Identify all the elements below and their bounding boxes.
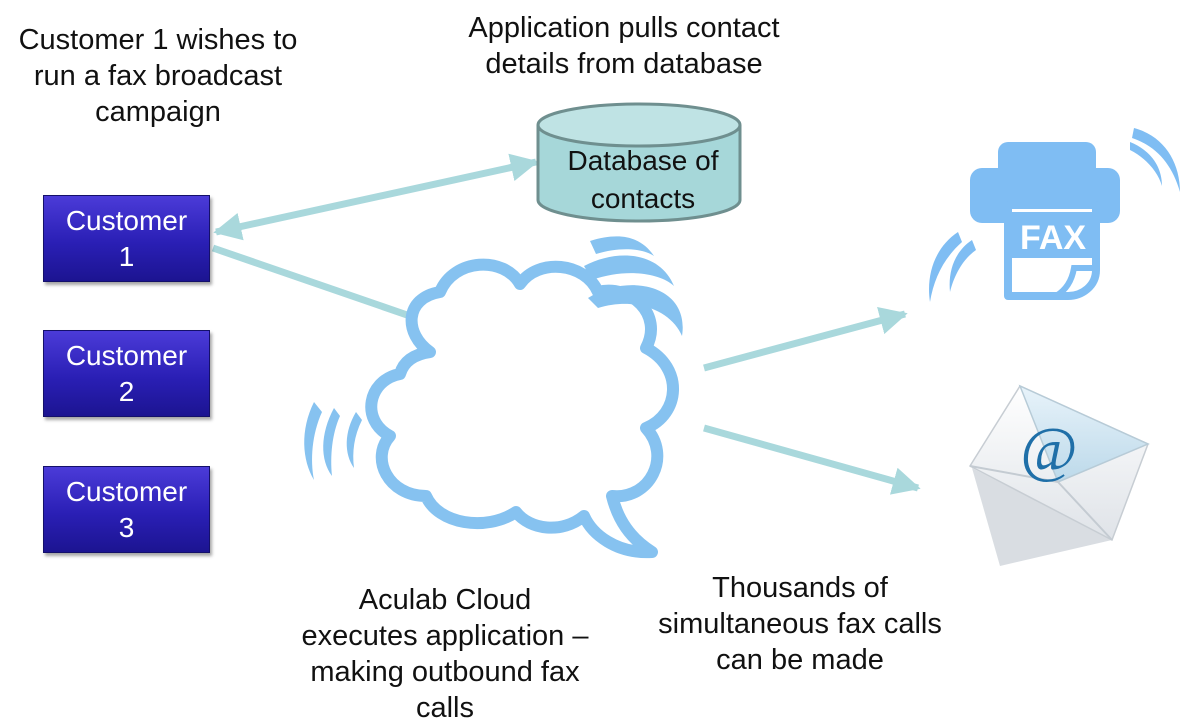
fax-icon: FAX bbox=[929, 128, 1180, 302]
caption-cloud-executes: Aculab Cloud executes application – maki… bbox=[301, 584, 589, 724]
cloud-icon bbox=[365, 258, 679, 559]
customer-3-box[interactable]: Customer 3 bbox=[43, 466, 210, 553]
database-label-line2: contacts bbox=[591, 183, 695, 214]
arrow-cloud-fax bbox=[703, 307, 908, 372]
caption-thousands: Thousands of simultaneous fax calls can … bbox=[658, 572, 942, 676]
caption-application-pulls: Application pulls contact details from d… bbox=[468, 12, 780, 80]
database-icon bbox=[536, 102, 742, 223]
customer-1-box[interactable]: Customer 1 bbox=[43, 195, 210, 282]
cloud-signal-icon bbox=[304, 236, 683, 480]
fax-label: FAX bbox=[1020, 219, 1086, 257]
email-at-symbol: @ bbox=[1020, 416, 1077, 484]
customer-2-box[interactable]: Customer 2 bbox=[43, 330, 210, 417]
email-icon: @ bbox=[968, 384, 1150, 566]
arrow-customer-cloud bbox=[211, 244, 439, 331]
arrows bbox=[211, 153, 921, 495]
caption-customer-wish: Customer 1 wishes to run a fax broadcast… bbox=[18, 24, 298, 128]
arrow-cloud-email bbox=[703, 424, 921, 495]
database-label-line1: Database of bbox=[568, 145, 719, 176]
arrow-customer-database bbox=[213, 153, 539, 241]
